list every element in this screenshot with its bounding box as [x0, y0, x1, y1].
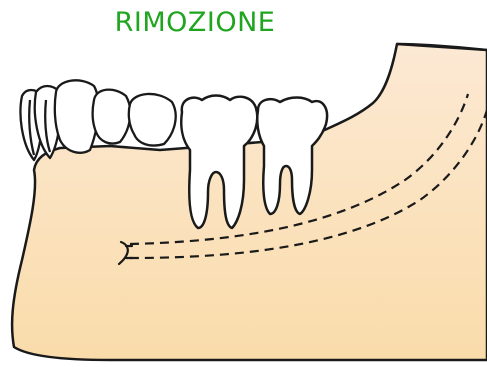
premolar-icon-2 [129, 94, 176, 146]
premolar-icon-1 [93, 90, 131, 144]
